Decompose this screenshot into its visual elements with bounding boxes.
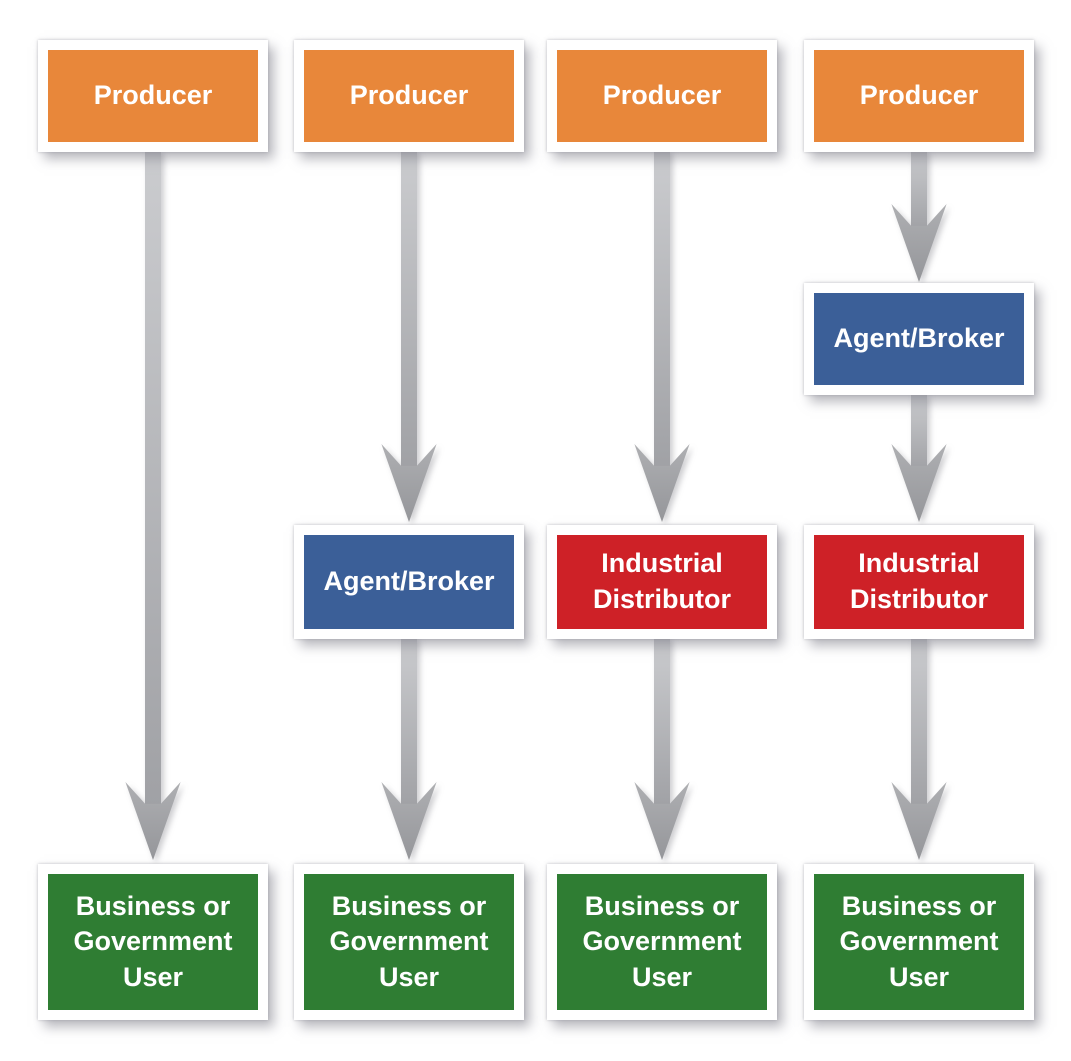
producer-label: Producer — [859, 80, 979, 111]
business-user-label: Business or Government User — [329, 890, 489, 992]
arrow-shaft — [654, 637, 670, 808]
producer-box-col4: Producer — [804, 40, 1034, 152]
arrow-shaft — [911, 394, 927, 470]
arrow-col1-producer-to-user — [123, 150, 183, 860]
arrow-col4-producer-to-agent — [889, 150, 949, 282]
producer-label: Producer — [349, 80, 469, 111]
arrow-shaft — [654, 150, 670, 470]
arrow-col3-distributor-to-user — [632, 637, 692, 860]
arrow-shaft — [401, 637, 417, 808]
industrial-distributor-label: Industrial Distributor — [593, 548, 731, 614]
producer-box-col2: Producer — [294, 40, 524, 152]
arrow-col4-agent-to-distributor — [889, 394, 949, 522]
producer-label: Producer — [602, 80, 722, 111]
arrow-col2-agent-to-user — [379, 637, 439, 860]
arrow-shaft — [145, 150, 161, 808]
business-user-label: Business or Government User — [839, 890, 999, 992]
arrow-shaft — [911, 637, 927, 808]
agent-broker-label: Agent/Broker — [833, 323, 1005, 354]
business-user-label: Business or Government User — [73, 890, 233, 992]
industrial-distributor-box-col4: Industrial Distributor — [804, 525, 1034, 639]
business-user-box-col4: Business or Government User — [804, 864, 1034, 1020]
agent-broker-box-col2: Agent/Broker — [294, 525, 524, 639]
industrial-distributor-label: Industrial Distributor — [850, 548, 988, 614]
business-user-box-col1: Business or Government User — [38, 864, 268, 1020]
industrial-distributor-box-col3: Industrial Distributor — [547, 525, 777, 639]
agent-broker-label: Agent/Broker — [323, 566, 495, 597]
business-user-box-col3: Business or Government User — [547, 864, 777, 1020]
producer-label: Producer — [93, 80, 213, 111]
producer-box-col1: Producer — [38, 40, 268, 152]
arrow-col4-distributor-to-user — [889, 637, 949, 860]
arrow-col3-producer-to-distributor — [632, 150, 692, 522]
producer-box-col3: Producer — [547, 40, 777, 152]
business-user-box-col2: Business or Government User — [294, 864, 524, 1020]
arrow-col2-producer-to-agent — [379, 150, 439, 522]
arrow-shaft — [401, 150, 417, 470]
business-user-label: Business or Government User — [582, 890, 742, 992]
arrow-shaft — [911, 150, 927, 230]
agent-broker-box-col4: Agent/Broker — [804, 283, 1034, 395]
